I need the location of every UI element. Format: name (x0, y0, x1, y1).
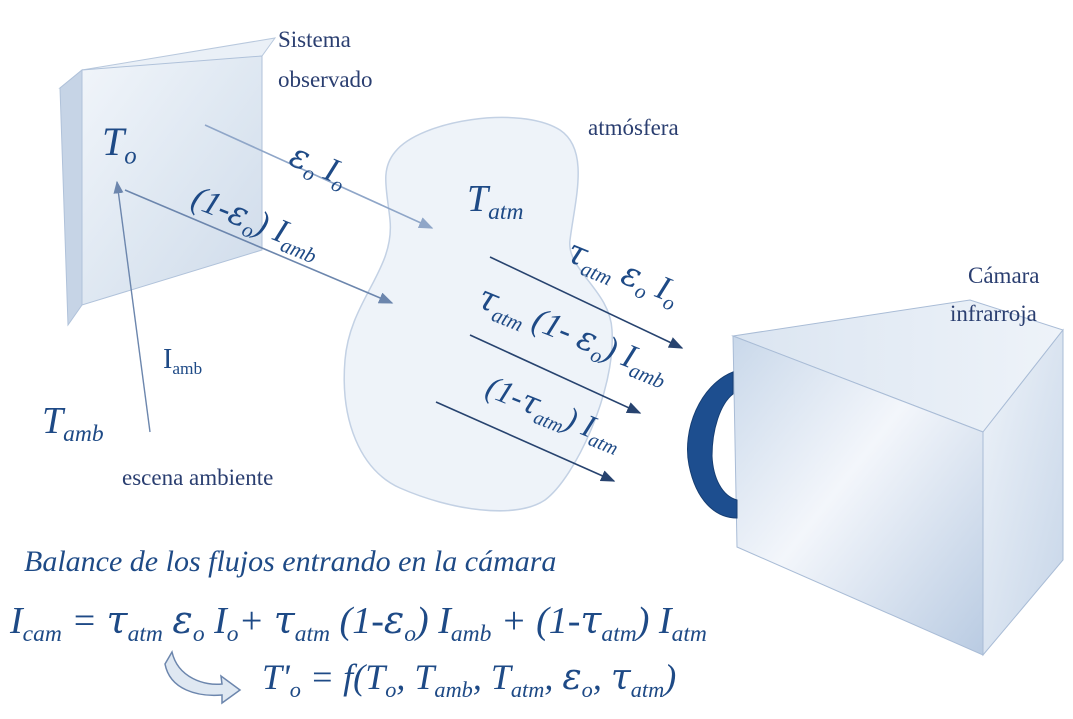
camera-side-face (982, 328, 1064, 657)
observed-system-label-line2: observado (278, 67, 373, 92)
curved-arrow-icon (164, 649, 242, 705)
ambient-temperature-symbol: Tamb (42, 400, 104, 448)
transmitted-emitted-arrow (489, 256, 684, 349)
infrared-camera (687, 299, 1064, 657)
panel-left-face (59, 68, 83, 327)
observed-panel (58, 37, 277, 327)
ambient-flux-arrow (113, 180, 151, 433)
balance-equation: Icam = τatm εo Io+ τatm (1-εo) Iamb + (1… (10, 598, 707, 648)
emitted-flux-arrow (204, 124, 434, 229)
object-temperature-symbol: To (102, 119, 137, 170)
reflected-flux-arrow (124, 189, 394, 304)
atmosphere-label: atmósfera (588, 115, 679, 140)
ambient-scene-label: escena ambiente (122, 465, 274, 490)
panel-front-face (81, 55, 263, 306)
ambient-flux-label: Iamb (163, 344, 203, 379)
atmospheric-flux-arrow (435, 401, 616, 482)
camera-label-line1: Cámara (968, 263, 1040, 288)
observed-system-label-line1: Sistema (278, 27, 351, 52)
camera-lens (687, 371, 738, 519)
result-equation: T'o = f(To, Tamb, Tatm, εo, τatm) (262, 657, 677, 702)
transmitted-reflected-arrow (469, 334, 642, 414)
balance-title: Balance de los flujos entrando en la cám… (24, 545, 557, 578)
atmosphere-temperature-symbol: Tatm (467, 178, 524, 226)
camera-label-line2: infrarroja (950, 301, 1037, 326)
